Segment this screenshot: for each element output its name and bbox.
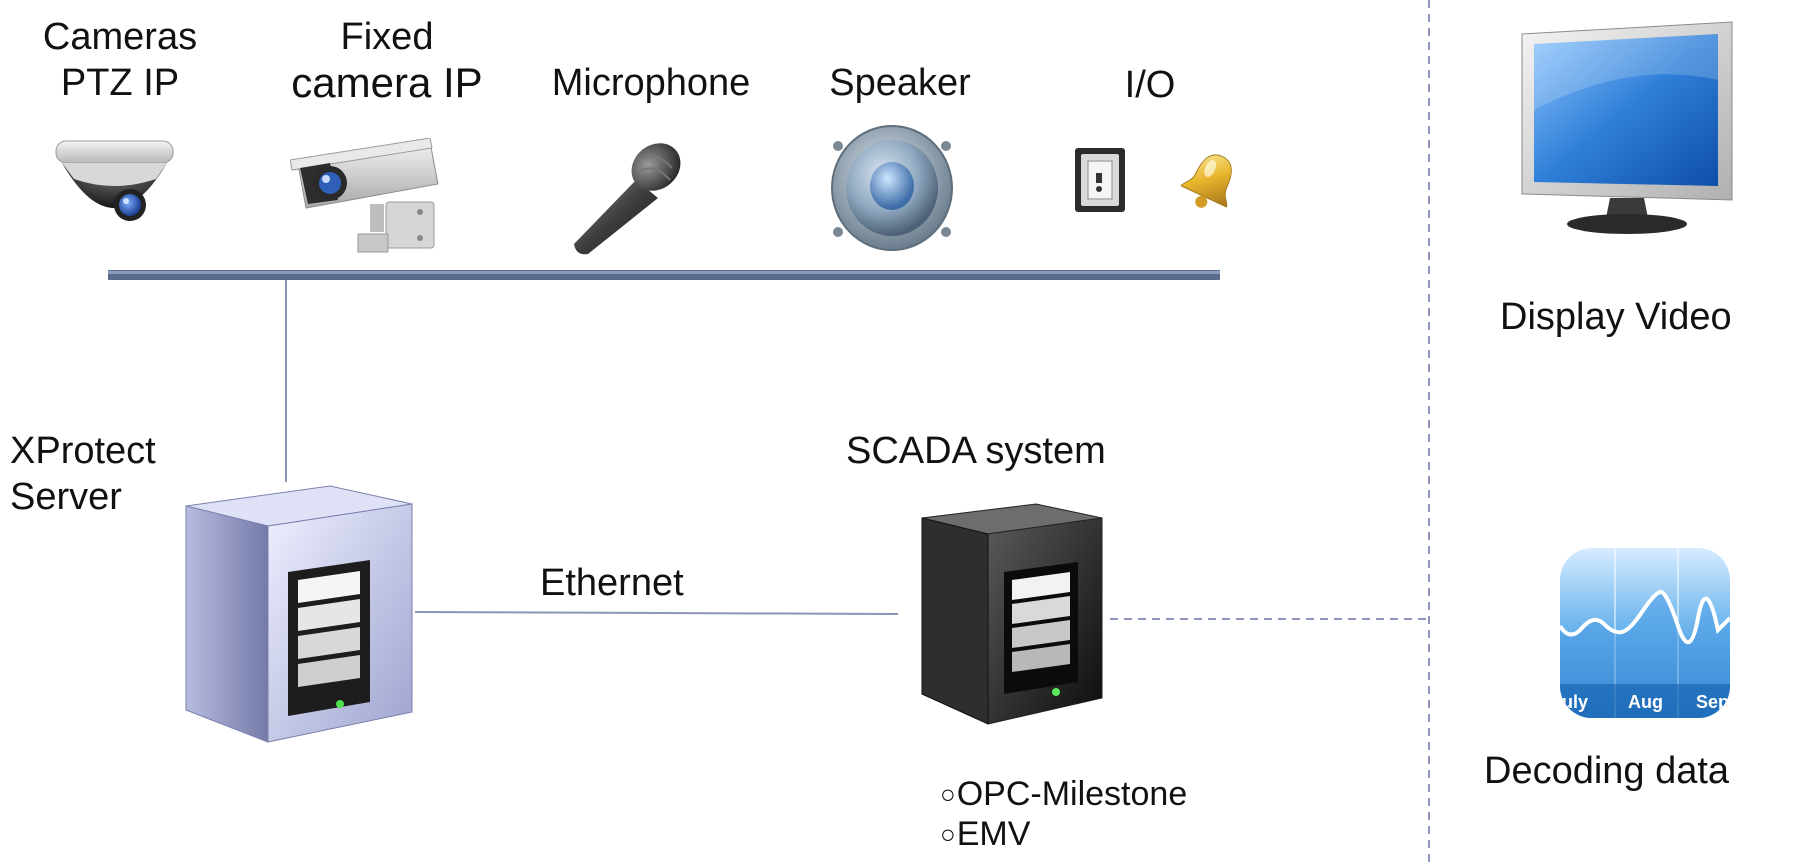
bell-icon [1178, 148, 1244, 214]
scada-system-label: SCADA system [846, 430, 1106, 472]
scada-protocol-item: ○EMV [940, 814, 1187, 854]
xprotect-server-label-line2: Server [10, 476, 122, 518]
xprotect-server-tower-icon [180, 482, 415, 744]
ethernet-label: Ethernet [540, 562, 684, 604]
scada-protocol-list: ○OPC-Milestone ○EMV [940, 774, 1187, 854]
ptz-camera-label-line2: PTZ IP [60, 62, 180, 104]
display-video-label: Display Video [1500, 296, 1732, 338]
fixed-camera-label-line2: camera IP [291, 59, 483, 106]
protocol-text: EMV [956, 815, 1031, 853]
ptz-camera-label-line1: Cameras [42, 16, 198, 58]
device-bus [108, 270, 1220, 280]
protocol-text: OPC-Milestone [956, 775, 1188, 813]
scada-tower-icon [918, 502, 1104, 727]
ptz-camera-label: Cameras PTZ IP [20, 14, 220, 106]
io-label: I/O [1124, 64, 1176, 106]
microphone-icon [566, 132, 696, 257]
chart-month-label: Aug [1628, 692, 1663, 712]
ethernet-line [414, 611, 899, 615]
speaker-icon [828, 120, 956, 255]
chart-month-label: Sep [1696, 692, 1729, 712]
fixed-camera-label-line1: Fixed [340, 16, 434, 58]
switch-icon [1074, 147, 1126, 213]
microphone-label: Microphone [551, 62, 751, 104]
device-bus-highlight [108, 271, 1220, 274]
fixed-camera-icon [290, 138, 450, 256]
xprotect-server-label: XProtect Server [10, 428, 156, 520]
speaker-label: Speaker [829, 62, 971, 104]
fixed-camera-label: Fixed camera IP [272, 14, 502, 106]
monitor-icon [1520, 20, 1736, 240]
protocol-bullet: ○ [940, 779, 956, 809]
scada-protocol-item: ○OPC-Milestone [940, 774, 1187, 814]
stocks-chart-icon: July Aug Sep [1560, 548, 1730, 718]
xprotect-server-label-line1: XProtect [10, 430, 156, 472]
ptz-dome-camera-icon [52, 135, 177, 240]
protocol-bullet: ○ [940, 819, 956, 849]
decoding-data-label: Decoding data [1484, 750, 1730, 792]
chart-month-label: July [1560, 692, 1588, 712]
